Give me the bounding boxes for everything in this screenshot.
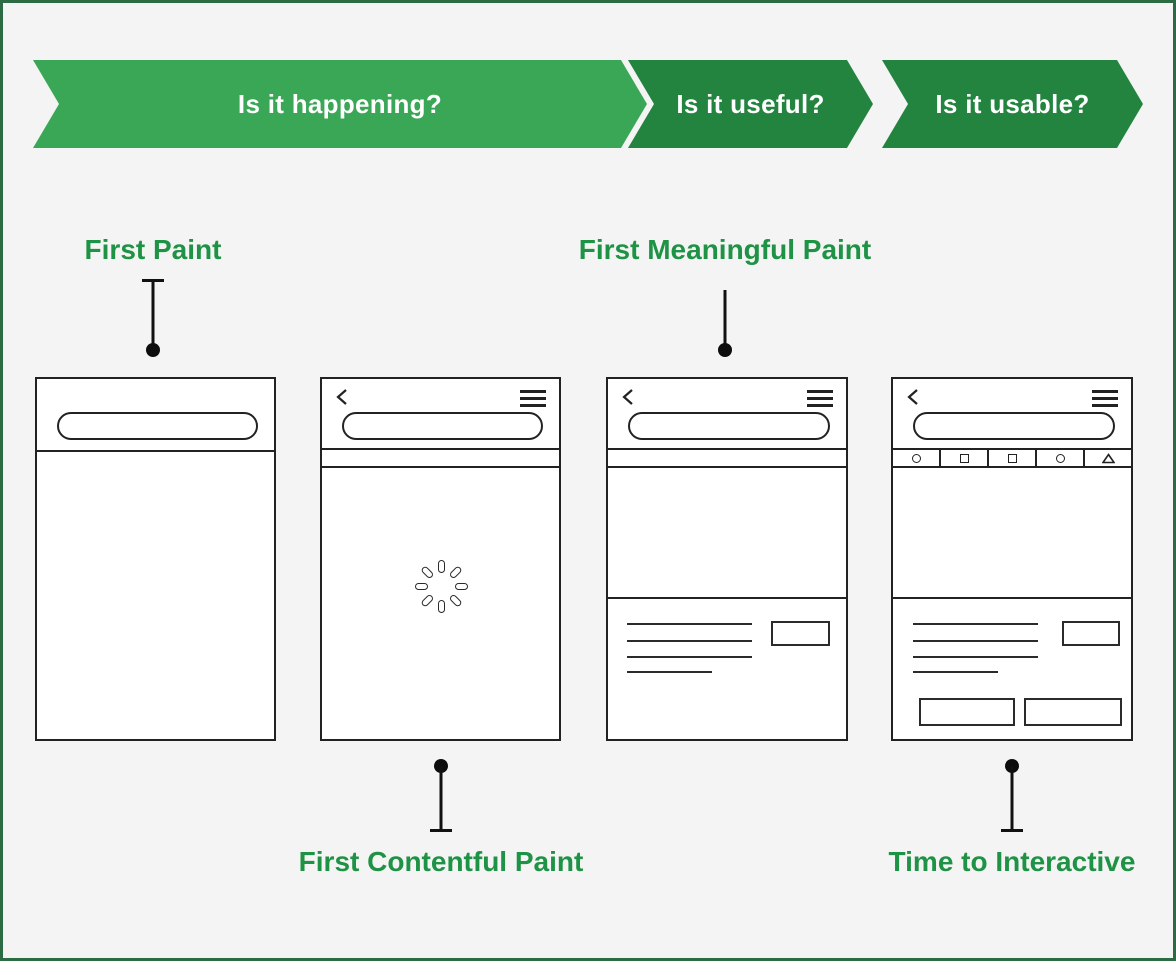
text-line [627, 671, 712, 673]
phone-header [608, 379, 846, 450]
tab-circle-icon [1035, 450, 1083, 466]
back-icon [336, 389, 347, 405]
text-line [627, 623, 752, 625]
label-first-meaningful-paint: First Meaningful Paint [578, 234, 872, 265]
phone-header [893, 379, 1131, 450]
text-line [913, 671, 998, 673]
text-line [627, 656, 752, 658]
connector-line [151, 279, 155, 350]
connector-line [439, 766, 443, 830]
time-to-interactive-phone [891, 377, 1133, 741]
hero-placeholder [893, 468, 1131, 599]
image-box-placeholder [1062, 621, 1120, 646]
button-placeholder [1024, 698, 1122, 726]
back-icon [622, 389, 633, 405]
first-meaningful-paint-phone [606, 377, 848, 741]
connector-dot [718, 343, 732, 357]
label-first-contentful-paint: First Contentful Paint [298, 846, 584, 877]
label-time-to-interactive: Time to Interactive [888, 846, 1136, 877]
text-line [913, 656, 1038, 658]
connector-endcap [430, 829, 452, 832]
menu-icon [1092, 390, 1118, 411]
tab-bar [893, 450, 1131, 468]
url-bar [913, 412, 1115, 440]
url-bar [342, 412, 543, 440]
first-paint-phone [35, 377, 276, 741]
banner-segment-useful: Is it useful? [628, 60, 873, 148]
url-bar [628, 412, 830, 440]
text-line [627, 640, 752, 642]
image-box-placeholder [771, 621, 830, 646]
first-contentful-paint-phone [320, 377, 561, 741]
tab-square-icon [939, 450, 987, 466]
tab-triangle-icon [1083, 450, 1131, 466]
banner-segment-label: Is it happening? [237, 88, 443, 119]
text-line [913, 623, 1038, 625]
connector-line [1010, 766, 1014, 830]
hero-placeholder [608, 468, 846, 599]
tab-square-icon [987, 450, 1035, 466]
menu-icon [520, 390, 546, 411]
connector-endcap [1001, 829, 1023, 832]
phone-header [37, 379, 274, 452]
banner-segment-label: Is it useful? [676, 88, 825, 119]
button-placeholder [919, 698, 1015, 726]
label-first-paint: First Paint [84, 234, 222, 265]
banner-segment-label: Is it usable? [935, 88, 1090, 119]
text-line [913, 640, 1038, 642]
tab-circle-icon [893, 450, 939, 466]
phone-header [322, 379, 559, 450]
banner-segment-usable: Is it usable? [882, 60, 1143, 148]
toolbar-strip [322, 450, 559, 468]
toolbar-strip [608, 450, 846, 468]
connector-line [723, 290, 727, 350]
connector-dot [146, 343, 160, 357]
back-icon [907, 389, 918, 405]
menu-icon [807, 390, 833, 411]
url-bar [57, 412, 258, 440]
banner-segment-happening: Is it happening? [33, 60, 647, 148]
